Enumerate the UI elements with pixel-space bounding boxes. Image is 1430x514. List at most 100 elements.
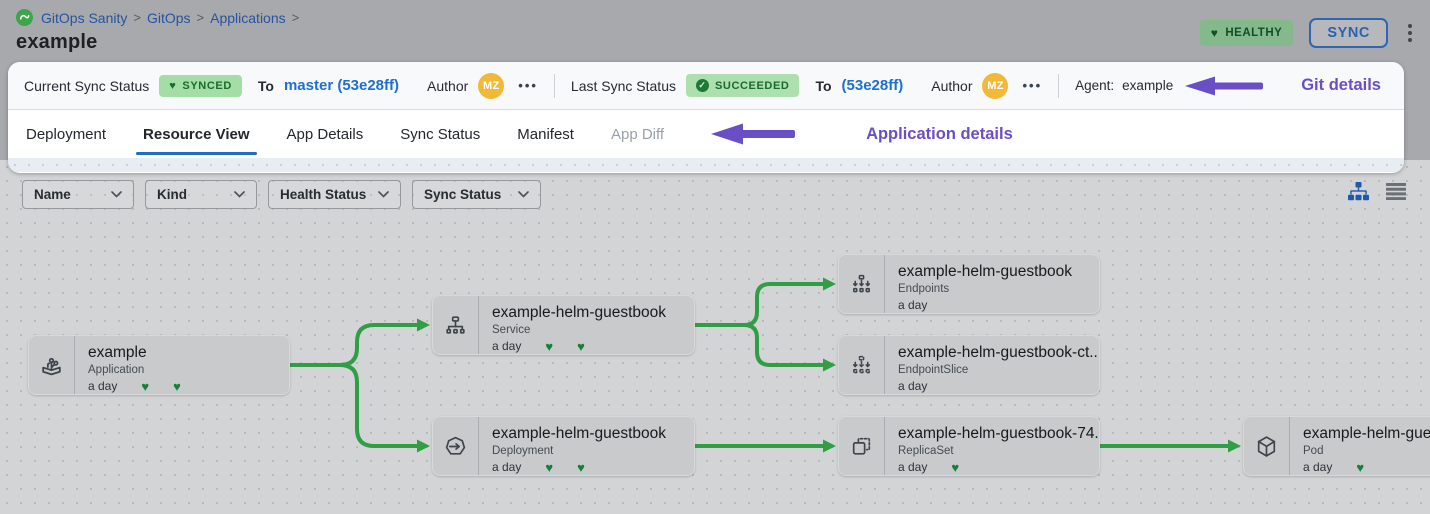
agent-label: Agent: — [1075, 78, 1115, 93]
node-replicaset[interactable]: example-helm-guestbook-74... ReplicaSet … — [838, 416, 1100, 476]
breadcrumb-item-applications[interactable]: Applications — [210, 9, 286, 26]
node-title: example-helm-guestbook — [492, 304, 667, 321]
chevron-down-icon — [378, 191, 389, 198]
application-icon — [29, 336, 75, 394]
node-pod[interactable]: example-helm-guest Pod a day ♥ — [1243, 416, 1430, 476]
annotation-arrow-left-icon — [711, 123, 796, 145]
breadcrumb-item-gitops-sanity[interactable]: GitOps Sanity — [41, 9, 128, 26]
last-revision-link[interactable]: (53e28ff) — [841, 77, 904, 94]
heart-icon: ♥ — [577, 338, 585, 354]
more-options-icon[interactable]: ••• — [1022, 78, 1043, 93]
node-application-example[interactable]: example Application a day ♥ ♥ — [28, 335, 290, 395]
health-status-badge: ♥ HEALTHY — [1199, 20, 1294, 46]
node-title: example-helm-guestbook — [898, 263, 1073, 280]
chevron-down-icon — [518, 191, 529, 198]
node-age: a day — [898, 379, 928, 393]
node-title: example-helm-guestbook — [492, 425, 667, 442]
filter-label: Kind — [157, 187, 187, 202]
succeeded-badge: ✓ SUCCEEDED — [685, 74, 800, 97]
node-kind: Service — [492, 324, 531, 336]
node-title: example-helm-guestbook-74... — [898, 425, 1099, 442]
node-age: a day — [898, 460, 928, 474]
author-avatar[interactable]: MZ — [982, 72, 1009, 99]
node-age: a day — [492, 339, 522, 353]
heart-icon: ♥ — [545, 459, 554, 475]
node-title: example-helm-guest — [1303, 425, 1430, 442]
heart-icon: ♥ — [169, 79, 177, 92]
chevron-down-icon — [111, 191, 122, 198]
node-kind: Endpoints — [898, 283, 950, 295]
divider — [553, 73, 555, 98]
deployment-icon — [433, 417, 479, 475]
endpointslice-icon — [839, 336, 885, 394]
author-label: Author — [427, 77, 469, 94]
breadcrumb-separator: > — [133, 10, 141, 25]
page-title: example — [16, 31, 98, 53]
tab-deployment[interactable]: Deployment — [26, 125, 107, 143]
heart-icon: ♥ — [1356, 459, 1365, 475]
current-sync-status-label: Current Sync Status — [24, 77, 150, 94]
synced-badge: ♥ SYNCED — [159, 74, 242, 97]
git-details-annotation: Git details — [1301, 76, 1381, 94]
filter-label: Health Status — [280, 187, 367, 202]
node-kind: Pod — [1303, 445, 1324, 457]
chevron-down-icon — [234, 191, 245, 198]
succeeded-badge-label: SUCCEEDED — [714, 79, 790, 92]
pod-icon — [1244, 417, 1290, 475]
filter-health-status-dropdown[interactable]: Health Status — [268, 180, 401, 209]
tab-manifest[interactable]: Manifest — [517, 125, 574, 143]
tab-app-diff[interactable]: App Diff — [610, 125, 665, 143]
breadcrumb: GitOps Sanity > GitOps > Applications > — [16, 9, 1414, 26]
heart-icon: ♥ — [173, 378, 181, 394]
panel-bottom-strip — [8, 158, 1404, 172]
to-label: To — [257, 77, 274, 94]
sync-status-bar: Current Sync Status ♥ SYNCED To master (… — [8, 62, 1404, 110]
more-options-icon[interactable]: ••• — [518, 78, 538, 93]
filter-kind-dropdown[interactable]: Kind — [145, 180, 257, 209]
replicaset-icon — [839, 417, 885, 475]
node-endpointslice[interactable]: example-helm-guestbook-ct... EndpointSli… — [838, 335, 1100, 395]
endpoints-icon — [839, 255, 885, 313]
sync-button[interactable]: SYNC — [1309, 18, 1388, 48]
node-age: a day — [1303, 460, 1333, 474]
tab-app-details[interactable]: App Details — [286, 125, 364, 143]
breadcrumb-separator: > — [291, 10, 300, 25]
tree-view-icon[interactable] — [1348, 182, 1369, 201]
filter-name-dropdown[interactable]: Name — [22, 180, 134, 209]
node-kind: Deployment — [492, 445, 554, 457]
node-endpoints[interactable]: example-helm-guestbook Endpoints a day — [838, 254, 1100, 314]
kebab-menu-icon[interactable] — [1404, 20, 1416, 46]
edge-service-endpoints — [693, 277, 836, 327]
breadcrumb-separator: > — [196, 10, 205, 25]
filter-bar: Name Kind Health Status Sync Status — [22, 180, 541, 209]
node-deployment[interactable]: example-helm-guestbook Deployment a day … — [432, 416, 695, 476]
edge-service-endpointslice — [693, 323, 836, 372]
tab-bar: Deployment Resource View App Details Syn… — [8, 110, 1404, 158]
node-title: example-helm-guestbook-ct... — [898, 344, 1099, 361]
last-sync-status-label: Last Sync Status — [570, 77, 676, 94]
current-revision-link[interactable]: master (53e28ff) — [283, 77, 400, 94]
node-kind: Application — [88, 364, 145, 376]
node-age: a day — [898, 298, 928, 312]
service-icon — [433, 296, 479, 354]
agent-value: example — [1122, 78, 1174, 93]
edge-example-deployment — [288, 363, 430, 453]
heart-icon: ♥ — [1210, 26, 1219, 40]
gitops-logo-icon — [16, 9, 33, 26]
tab-sync-status[interactable]: Sync Status — [400, 125, 481, 143]
tab-resource-view[interactable]: Resource View — [136, 110, 257, 158]
resource-graph-canvas[interactable]: Name Kind Health Status Sync Status — [0, 160, 1430, 514]
heart-icon: ♥ — [545, 338, 554, 354]
list-view-icon[interactable] — [1386, 183, 1406, 200]
filter-label: Sync Status — [424, 187, 502, 202]
application-details-annotation: Application details — [866, 124, 1013, 143]
annotation-arrow-left-icon — [1185, 76, 1264, 95]
app-details-panel: Current Sync Status ♥ SYNCED To master (… — [8, 62, 1404, 173]
author-label: Author — [931, 77, 973, 94]
breadcrumb-item-gitops[interactable]: GitOps — [146, 9, 191, 26]
node-service[interactable]: example-helm-guestbook Service a day ♥ ♥ — [432, 295, 695, 355]
author-avatar[interactable]: MZ — [478, 72, 505, 99]
node-kind: ReplicaSet — [898, 445, 954, 457]
edge-example-service — [288, 318, 430, 367]
filter-sync-status-dropdown[interactable]: Sync Status — [412, 180, 541, 209]
